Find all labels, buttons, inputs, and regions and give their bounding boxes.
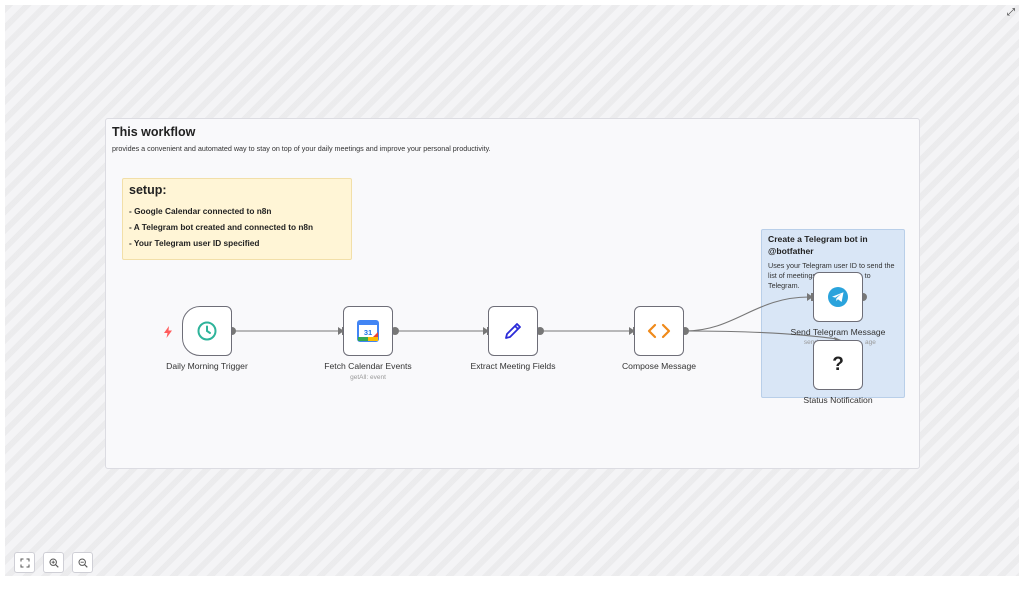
fetch-calendar-events-node[interactable]: 31: [343, 306, 393, 356]
setup-note[interactable]: setup: - Google Calendar connected to n8…: [122, 178, 352, 260]
fit-view-button[interactable]: [14, 552, 35, 573]
send-telegram-message-node[interactable]: [813, 272, 863, 322]
extract-meeting-fields-node[interactable]: [488, 306, 538, 356]
pencil-icon: [505, 323, 521, 339]
zoom-in-icon: [48, 557, 59, 568]
node-sublabel: send: [803, 339, 818, 346]
fit-view-icon: [20, 558, 29, 567]
clock-icon: [197, 321, 217, 341]
status-notification-node[interactable]: ?: [813, 340, 863, 390]
telegram-icon: [828, 287, 848, 307]
node-label: Status Notification: [803, 395, 873, 405]
node-label: Daily Morning Trigger: [166, 361, 248, 371]
expand-icon[interactable]: ⤢: [1007, 7, 1015, 18]
node-sublabel: age: [865, 339, 876, 346]
setup-line: - Google Calendar connected to n8n: [129, 206, 272, 216]
setup-line: - A Telegram bot created and connected t…: [129, 222, 314, 232]
zoom-out-button[interactable]: [72, 552, 93, 573]
trigger-bolt-icon: [164, 326, 172, 338]
node-label: Send Telegram Message: [790, 327, 886, 337]
svg-text:31: 31: [364, 328, 372, 337]
note-title: This workflow: [112, 125, 196, 139]
node-label: Compose Message: [621, 361, 697, 371]
telegram-note-title: Create a Telegram bot in @botfather: [768, 234, 868, 256]
node-label: Extract Meeting Fields: [470, 361, 556, 371]
setup-title: setup:: [129, 183, 167, 197]
node-label: Fetch Calendar Events: [324, 361, 412, 371]
node-sublabel: getAll: event: [350, 374, 386, 381]
note-description: provides a convenient and automated way …: [112, 144, 491, 153]
zoom-in-button[interactable]: [43, 552, 64, 573]
compose-message-node[interactable]: [634, 306, 684, 356]
zoom-out-icon: [77, 557, 88, 568]
workflow-canvas[interactable]: ⤢ This workflow provides a convenient an…: [5, 5, 1019, 576]
question-icon: ?: [832, 354, 844, 375]
google-calendar-icon: 31: [357, 320, 379, 342]
setup-line: - Your Telegram user ID specified: [129, 238, 260, 248]
code-icon: [647, 323, 671, 339]
daily-morning-trigger-node[interactable]: [182, 306, 232, 356]
